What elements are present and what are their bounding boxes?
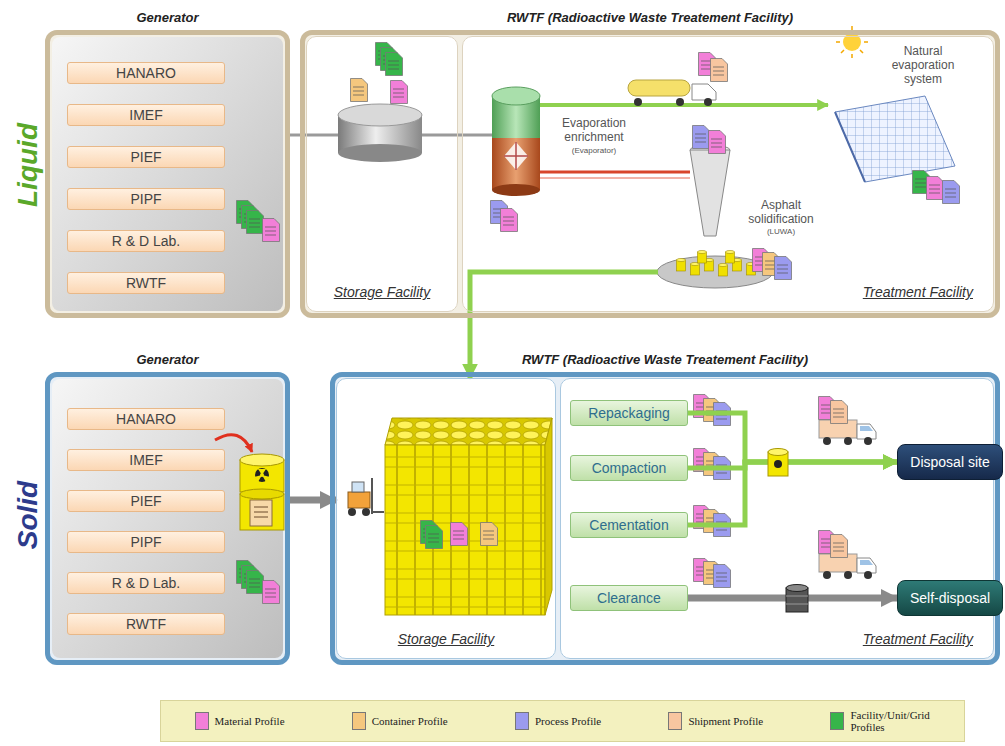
label-holder: Asphalt solidification <box>731 198 831 226</box>
legend-swatch <box>668 712 682 730</box>
node-label: Treatment Facility <box>863 284 973 301</box>
legend-text: Material Profile <box>215 715 285 727</box>
destination-box: Disposal site <box>897 444 1003 480</box>
equipment-label: Natural evaporation system <box>880 44 966 86</box>
process-box: Repackaging <box>570 400 688 426</box>
label-holder: (Evaporator) <box>546 146 642 156</box>
node-label: Cementation <box>589 517 668 533</box>
section-title: Liquid <box>12 123 44 207</box>
legend-text: Facility/Unit/Grid Profiles <box>850 709 930 733</box>
node-label: Treatment Facility <box>863 631 973 648</box>
facility-panel: Storage Facility RepackagingCompactionCem… <box>330 372 1000 665</box>
generator-box: R & D Lab. <box>67 572 225 594</box>
node-label: HANARO <box>116 411 176 427</box>
label-holder: Liquid <box>12 123 44 207</box>
generator-panel: HANAROIMEFPIEFPIPFR & D Lab.RWTFGenerato… <box>45 30 290 318</box>
equipment-label: (LUWA) <box>731 227 831 237</box>
node-label: Disposal site <box>910 454 989 470</box>
facility-area: Storage Facility <box>336 378 556 659</box>
node-label: Generator <box>136 10 198 26</box>
legend-swatch <box>830 712 844 730</box>
label-holder: Natural evaporation system <box>880 44 966 86</box>
node-label: Generator <box>136 352 198 368</box>
flow-arrow <box>688 462 897 525</box>
legend-item: Material Profile <box>195 712 285 730</box>
node-label: PIPF <box>130 191 161 207</box>
label-holder: Evaporation enrichment <box>546 116 642 144</box>
legend-text: Container Profile <box>372 715 448 727</box>
node-label: RWTF (Radioactive Waste Treatement Facil… <box>507 10 793 26</box>
legend-item: Container Profile <box>352 712 448 730</box>
facility-area: RepackagingCompactionCementationClearanc… <box>560 378 994 659</box>
node-label: IMEF <box>129 107 162 123</box>
node-label: Repackaging <box>588 405 670 421</box>
process-box: Cementation <box>570 512 688 538</box>
equipment-label: Asphalt solidification <box>731 198 831 226</box>
node-label: Self-disposal <box>910 590 990 606</box>
generator-box: RWTF <box>67 613 225 635</box>
legend-text: Shipment Profile <box>688 715 763 727</box>
generator-box: HANARO <box>67 62 225 84</box>
node-label: Storage Facility <box>334 284 430 301</box>
legend-swatch <box>195 712 209 730</box>
flow-arrow <box>468 312 473 378</box>
legend: Material Profile Container Profile Process… <box>160 700 965 742</box>
node-label: PIEF <box>130 493 161 509</box>
legend-item: Shipment Profile <box>668 712 763 730</box>
label-holder: (LUWA) <box>731 227 831 237</box>
generator-box: RWTF <box>67 272 225 294</box>
legend-text: Process Profile <box>535 715 601 727</box>
generator-panel: HANAROIMEFPIEFPIPFR & D Lab.RWTFGenerato… <box>45 372 290 665</box>
node-label: Storage Facility <box>398 631 494 648</box>
node-label: RWTF <box>126 616 166 632</box>
legend-item: Process Profile <box>515 712 601 730</box>
generator-box: PIPF <box>67 531 225 553</box>
generator-box: IMEF <box>67 449 225 471</box>
destination-box: Self-disposal <box>897 580 1003 616</box>
equipment-label: (Evaporator) <box>546 146 642 156</box>
section-title: Solid <box>12 481 44 549</box>
node-label: RWTF <box>126 275 166 291</box>
generator-box: PIEF <box>67 490 225 512</box>
node-label: Clearance <box>597 590 661 606</box>
node-label: R & D Lab. <box>112 233 180 249</box>
generator-box: PIPF <box>67 188 225 210</box>
node-label: Compaction <box>592 460 667 476</box>
generator-box: IMEF <box>67 104 225 126</box>
facility-area: Storage Facility <box>306 36 458 312</box>
legend-item: Facility/Unit/Grid Profiles <box>830 709 930 733</box>
process-box: Compaction <box>570 455 688 481</box>
node-label: IMEF <box>129 452 162 468</box>
node-label: PIEF <box>130 149 161 165</box>
node-label: PIPF <box>130 534 161 550</box>
legend-swatch <box>352 712 366 730</box>
flow-arrow <box>688 413 897 462</box>
legend-swatch <box>515 712 529 730</box>
node-label: RWTF (Radioactive Waste Treatement Facil… <box>522 352 808 368</box>
node-label: HANARO <box>116 65 176 81</box>
generator-box: PIEF <box>67 146 225 168</box>
generator-box: HANARO <box>67 408 225 430</box>
process-box: Clearance <box>570 585 688 611</box>
node-label: R & D Lab. <box>112 575 180 591</box>
generator-box: R & D Lab. <box>67 230 225 252</box>
facility-panel: Storage FacilityTreatment FacilityRWTF (… <box>300 30 1000 318</box>
label-holder: Solid <box>12 481 44 549</box>
equipment-label: Evaporation enrichment <box>546 116 642 144</box>
